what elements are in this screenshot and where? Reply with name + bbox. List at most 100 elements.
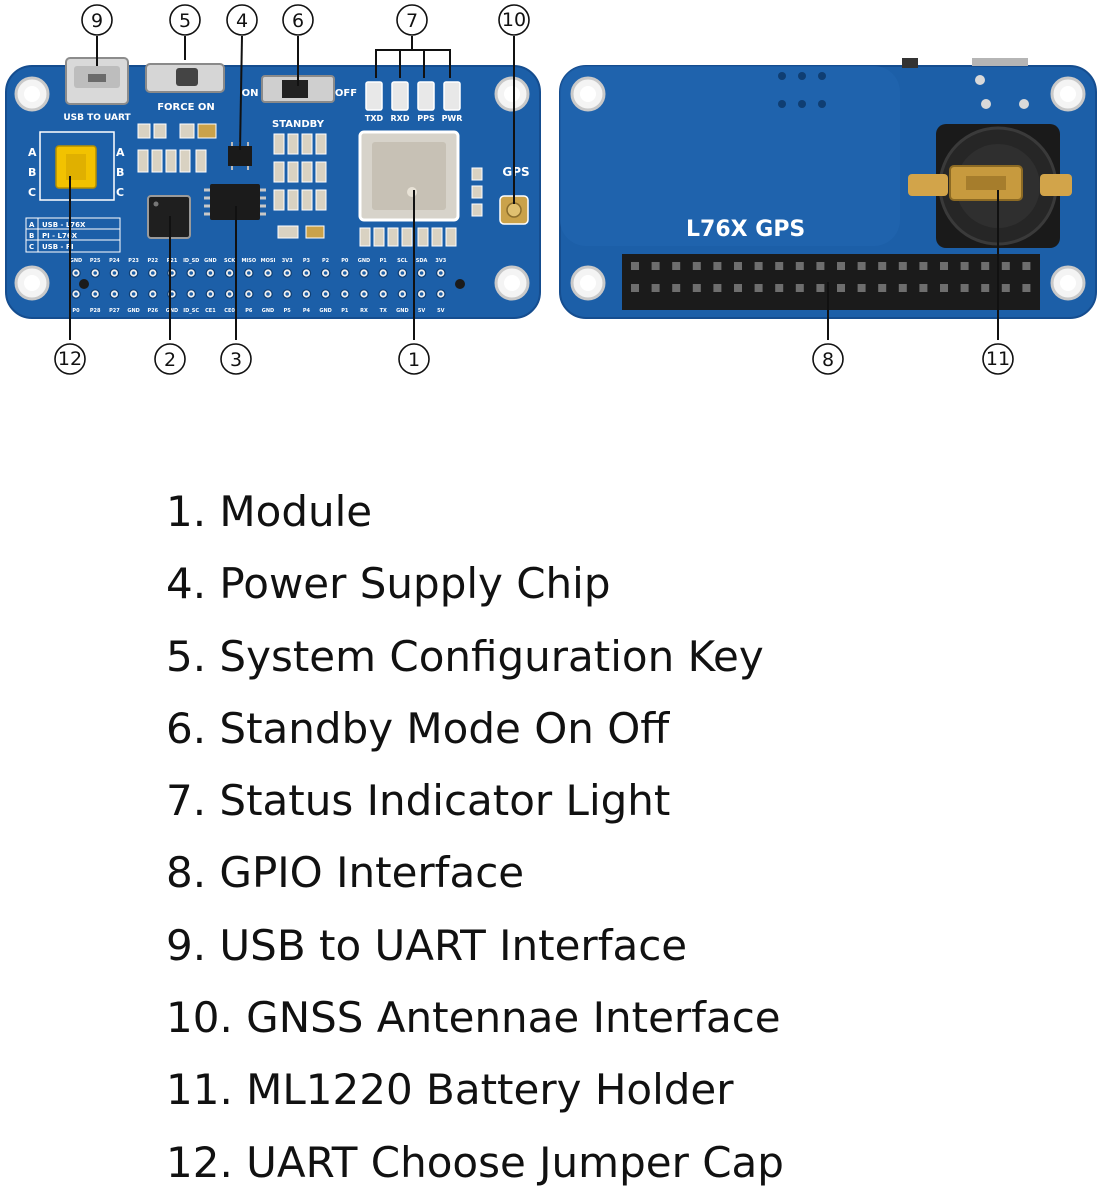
header-pin xyxy=(898,262,907,270)
pin-label-bottom: P27 xyxy=(109,308,120,314)
pin-label-bottom: GND xyxy=(262,308,274,314)
jumper-table-row-a: USB - L76X xyxy=(42,221,86,229)
pin-label-bottom: P26 xyxy=(147,308,158,314)
legend-item-power-supply-chip: 4. Power Supply Chip xyxy=(166,559,611,609)
pin-label-bottom: GND xyxy=(166,308,178,314)
uart-jumper-block xyxy=(39,131,115,201)
header-pin xyxy=(734,284,742,292)
pin-label-top: MOSI xyxy=(261,258,276,264)
back-board-label: L76X GPS xyxy=(686,217,805,242)
mounting-holes xyxy=(14,76,530,301)
header-pin xyxy=(775,262,784,270)
soic-chip xyxy=(204,184,266,220)
gpio-pin-hole-center xyxy=(247,292,251,296)
battery-holder xyxy=(908,124,1072,248)
pin-label-bottom: CE0 xyxy=(224,308,235,314)
gpio-pin-hole-center xyxy=(323,271,328,275)
standby-label: STANDBY xyxy=(272,119,325,130)
header-pin xyxy=(672,284,681,292)
gpio-pin-hole-center xyxy=(343,271,347,275)
gpio-pin-hole-center xyxy=(208,271,213,275)
led-label-pps: PPS xyxy=(417,114,435,123)
header-pin xyxy=(919,284,928,292)
header-pin xyxy=(898,284,907,292)
pin-label-bottom: TX xyxy=(380,308,387,314)
legend-item-module: 1. Module xyxy=(166,487,373,536)
gpio-pin-hole-center xyxy=(247,271,251,275)
header-pin xyxy=(837,262,845,270)
board-diagram: USB TO UART FORCE ON ON OFF STANDBY TXD … xyxy=(5,4,1097,375)
header-pin xyxy=(816,262,825,270)
header-pin xyxy=(692,262,701,270)
jumper-row-b: B xyxy=(28,166,36,179)
pin-label-top: ID_SD xyxy=(183,258,199,264)
legend-item-system-configuration-key: 5. System Configuration Key xyxy=(166,631,764,681)
led-label-txd: TXD xyxy=(365,114,384,123)
back-board: L76X GPS xyxy=(559,58,1097,319)
header-pin xyxy=(878,262,887,270)
gpio-pin-hole-center xyxy=(285,292,290,296)
gpio-header xyxy=(622,254,1040,310)
pin-label-bottom: RX xyxy=(360,308,368,314)
gpio-pin-hole-center xyxy=(381,271,386,275)
header-pin xyxy=(754,284,763,292)
pin-label-bottom: ID_SC xyxy=(183,308,199,314)
gpio-pin-hole-center xyxy=(208,292,213,296)
gpio-pin-hole-center xyxy=(74,271,78,275)
header-pin xyxy=(940,262,948,270)
header-pin xyxy=(672,262,681,270)
header-pin xyxy=(692,284,701,292)
gpio-pin-hole-center xyxy=(362,292,366,296)
gpio-pin-hole-center xyxy=(93,271,97,275)
gpio-pin-hole-center xyxy=(362,271,366,275)
gpio-pin-holes xyxy=(71,268,446,299)
header-pin xyxy=(651,284,660,292)
legend-item-gpio-interface: 8. GPIO Interface xyxy=(166,848,525,898)
power-supply-chip xyxy=(228,142,252,170)
pin-label-bottom: P28 xyxy=(90,308,101,314)
pin-label-top: SDA xyxy=(416,258,428,264)
callout-12: 12 xyxy=(58,348,82,370)
header-pin xyxy=(775,284,784,292)
gpio-pin-hole-center xyxy=(304,292,309,296)
usb-to-uart-label: USB TO UART xyxy=(63,113,131,123)
pin-label-top: SCL xyxy=(397,258,408,264)
callout-1: 1 xyxy=(408,349,420,371)
pin-label-top: SCK xyxy=(224,258,236,264)
header-pin xyxy=(960,284,969,292)
jumper-row-c: C xyxy=(28,186,36,199)
pin-label-bottom: P4 xyxy=(303,308,311,314)
pin-label-bottom: GND xyxy=(396,308,408,314)
callout-8: 8 xyxy=(822,349,834,371)
pin-label-bottom: GND xyxy=(319,308,331,314)
front-board: USB TO UART FORCE ON ON OFF STANDBY TXD … xyxy=(5,57,541,319)
jumper-row-a-right: A xyxy=(116,146,125,159)
header-pin xyxy=(919,262,928,270)
header-pin xyxy=(795,284,804,292)
header-pin xyxy=(1022,262,1031,270)
pin-label-top: GND xyxy=(204,258,216,264)
pin-label-bottom: CE1 xyxy=(205,308,216,314)
header-pin xyxy=(795,262,804,270)
gpio-pin-hole-center xyxy=(266,271,270,275)
pin-label-bottom: P0 xyxy=(72,308,80,314)
gpio-pin-hole-center xyxy=(400,292,405,296)
gps-module xyxy=(358,130,460,222)
header-pin xyxy=(940,284,948,292)
gpio-pin-hole-center xyxy=(227,271,232,275)
pin-label-top: 3V3 xyxy=(282,258,293,264)
pin-label-top: 3V3 xyxy=(435,258,446,264)
component-legend: 1. Module 4. Power Supply Chip 5. System… xyxy=(166,476,784,1199)
callout-lines xyxy=(69,35,999,340)
jumper-table-label-c: C xyxy=(29,243,34,251)
legend-item-status-indicator-light: 7. Status Indicator Light xyxy=(166,776,671,826)
led-label-pwr: PWR xyxy=(442,114,463,123)
pin-label-top: P24 xyxy=(109,258,120,264)
gps-label: GPS xyxy=(502,165,529,179)
header-pin xyxy=(857,284,866,292)
gpio-pin-hole-center xyxy=(170,292,174,296)
legend-item-standby-mode: 6. Standby Mode On Off xyxy=(166,703,670,753)
pin-label-top: P21 xyxy=(167,258,178,264)
callout-4: 4 xyxy=(236,10,248,32)
